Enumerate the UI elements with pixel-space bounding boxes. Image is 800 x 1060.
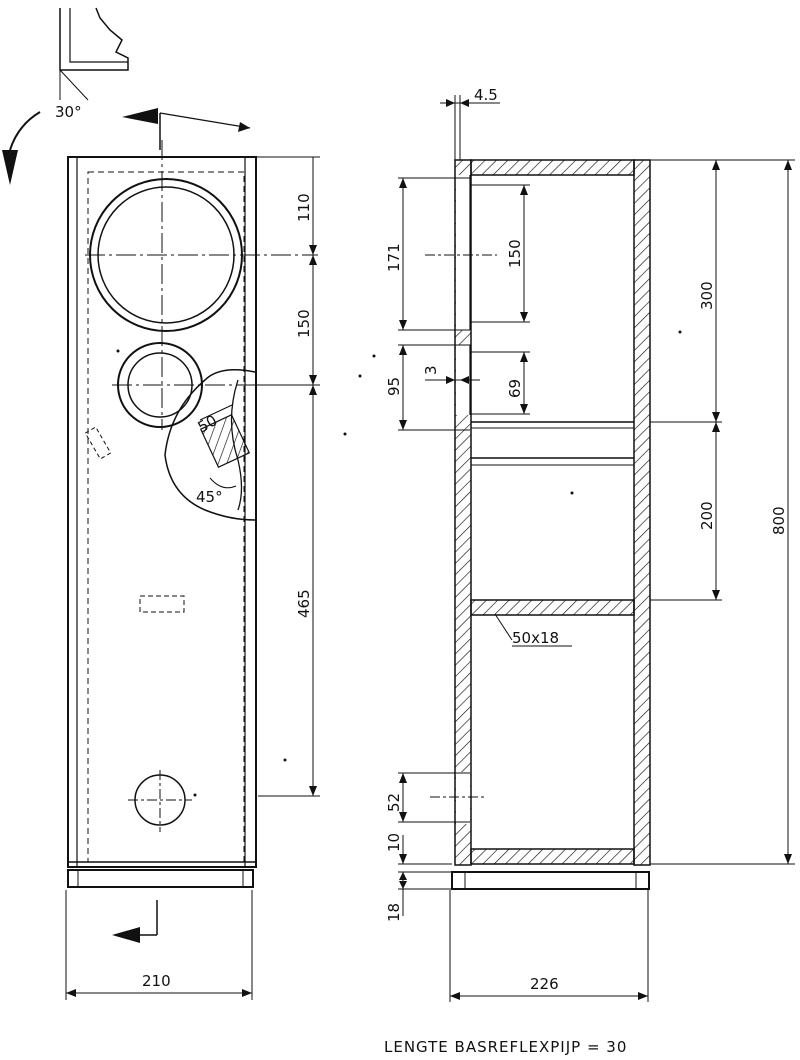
dim-4-5: 4.5 — [474, 86, 498, 104]
dim-18: 18 — [385, 903, 403, 922]
dim-150-side: 150 — [506, 239, 524, 268]
reflex-port — [199, 413, 251, 469]
arrow-left-bottom-icon — [112, 927, 140, 943]
side-plinth — [451, 871, 650, 890]
dim-10: 10 — [385, 833, 403, 852]
front-view: 30° — [2, 7, 362, 1000]
dim-200: 200 — [698, 501, 716, 530]
dim-69: 69 — [506, 379, 524, 398]
arrow-left-icon — [122, 108, 158, 124]
caption: LENGTE BASREFLEXPIJP = 30 — [384, 1038, 628, 1056]
front-cabinet — [67, 156, 257, 868]
angle-label-top: 30° — [55, 103, 82, 121]
dim-226: 226 — [530, 975, 559, 993]
dim-465: 465 — [295, 589, 313, 618]
dim-110: 110 — [295, 193, 313, 222]
front-plinth — [67, 869, 254, 888]
reflex-cutout — [164, 369, 256, 521]
rotate-arrows — [2, 108, 251, 185]
port-angle-label: 45° — [196, 488, 223, 506]
dim-150-front: 150 — [295, 309, 313, 338]
dim-210: 210 — [142, 972, 171, 990]
dim-300: 300 — [698, 281, 716, 310]
brace-label: 50x18 — [512, 629, 559, 647]
dim-95: 95 — [385, 377, 403, 396]
arrow-down-icon — [2, 150, 18, 185]
front-baffle — [454, 159, 472, 866]
brace — [470, 599, 635, 616]
dim-3: 3 — [422, 365, 440, 375]
dim-800: 800 — [770, 506, 788, 535]
dim-52: 52 — [385, 793, 403, 812]
corner-detail: 30° — [55, 7, 129, 121]
bottom-panel — [470, 848, 635, 865]
rear-panel — [633, 159, 651, 866]
dim-171: 171 — [385, 243, 403, 272]
side-section: 4.5 171 150 95 3 69 — [372, 86, 795, 1002]
top-panel — [470, 159, 635, 176]
terminal-outline — [139, 595, 185, 613]
